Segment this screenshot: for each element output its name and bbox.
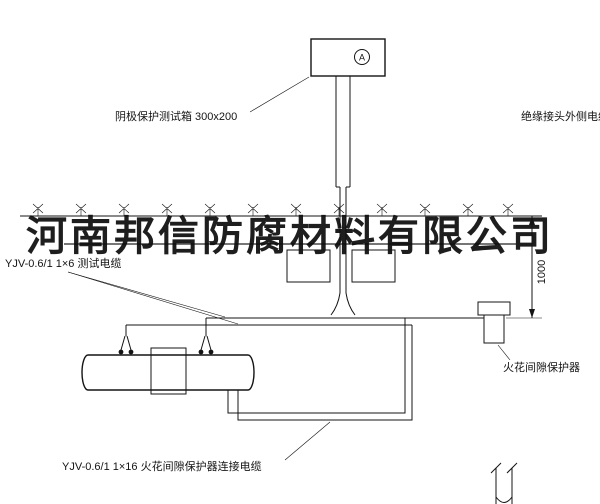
test-cable-leader-2	[67, 271, 239, 325]
pipe-cap-left	[81, 354, 89, 391]
ground-hatch-marks	[32, 203, 514, 216]
cable-terminal-2	[198, 318, 214, 355]
test-cable-label: YJV-0.6/1 1×6 测试电缆	[5, 257, 121, 270]
test-box: A	[310, 38, 386, 77]
spark-gap-protector	[477, 301, 511, 344]
pipeline	[81, 347, 255, 395]
test-box-leader-line	[249, 76, 310, 113]
riser-symbol	[490, 462, 518, 504]
watermark: 河南邦信防腐材料有限公司	[26, 213, 554, 259]
protector-label: 火花间隙保护器	[503, 360, 580, 374]
cable-flare-left	[330, 292, 341, 316]
protector-connection-cables	[227, 318, 413, 421]
cable-flare-right	[345, 292, 356, 316]
concrete-anchor-left	[286, 249, 331, 283]
protector-cable-leader	[284, 421, 331, 461]
outer-cable-label: 绝缘接头外侧电缆	[521, 109, 600, 123]
test-cable-leader-1	[67, 271, 226, 318]
watermark-text: 河南邦信防腐材料有限公司	[26, 213, 554, 259]
ammeter-icon	[354, 49, 370, 65]
ammeter-letter: A	[359, 53, 365, 63]
ground-line	[20, 203, 542, 217]
dimension-depth: 1000	[506, 216, 548, 319]
dimension-arrow-up	[529, 216, 535, 225]
test-box-label: 阴极保护测试箱 300x200	[115, 109, 237, 123]
pipe-cap-right	[247, 354, 255, 391]
conduit-riser	[330, 76, 356, 316]
protector-leader	[497, 344, 511, 361]
concrete-anchor-right	[351, 249, 396, 283]
pipe-coupling	[150, 347, 187, 395]
protector-cable-label: YJV-0.6/1 1×16 火花间隙保护器连接电缆	[62, 459, 262, 473]
dimension-value: 1000	[536, 260, 548, 284]
cable-terminal-1	[118, 325, 134, 355]
dimension-arrow-down	[529, 309, 535, 318]
